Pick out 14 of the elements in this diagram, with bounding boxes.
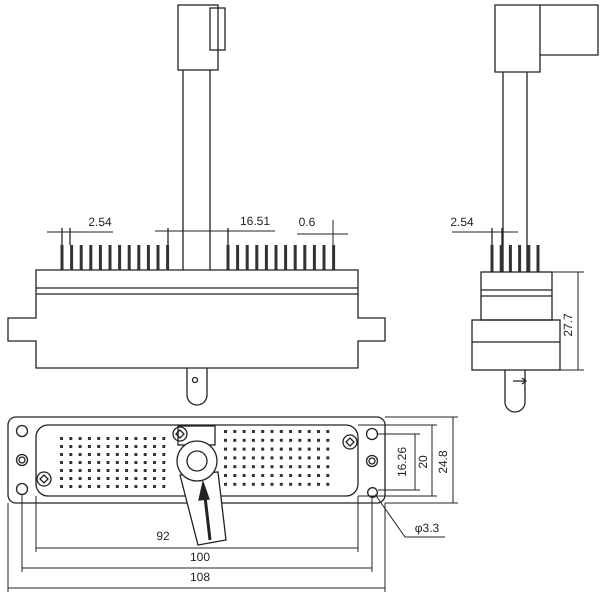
dimension-label: 27.7 — [562, 313, 574, 337]
dimension-label: 16.51 — [240, 215, 270, 227]
dimension-label: 2.54 — [88, 216, 112, 228]
dimension-label: 92 — [156, 530, 170, 542]
hole-diameter-label: φ3.3 — [409, 520, 445, 536]
dimension-label: 108 — [190, 571, 210, 583]
dimension-label: 24.8 — [437, 450, 449, 474]
dimension-label: 100 — [190, 551, 210, 563]
leader-line — [374, 494, 446, 538]
dimension-label: 20 — [417, 455, 429, 469]
dimension-label: 2.54 — [450, 216, 474, 228]
mounting-hole — [366, 484, 378, 496]
dimension-label: 0.6 — [298, 216, 316, 228]
dimension-label: 16.26 — [396, 446, 408, 478]
